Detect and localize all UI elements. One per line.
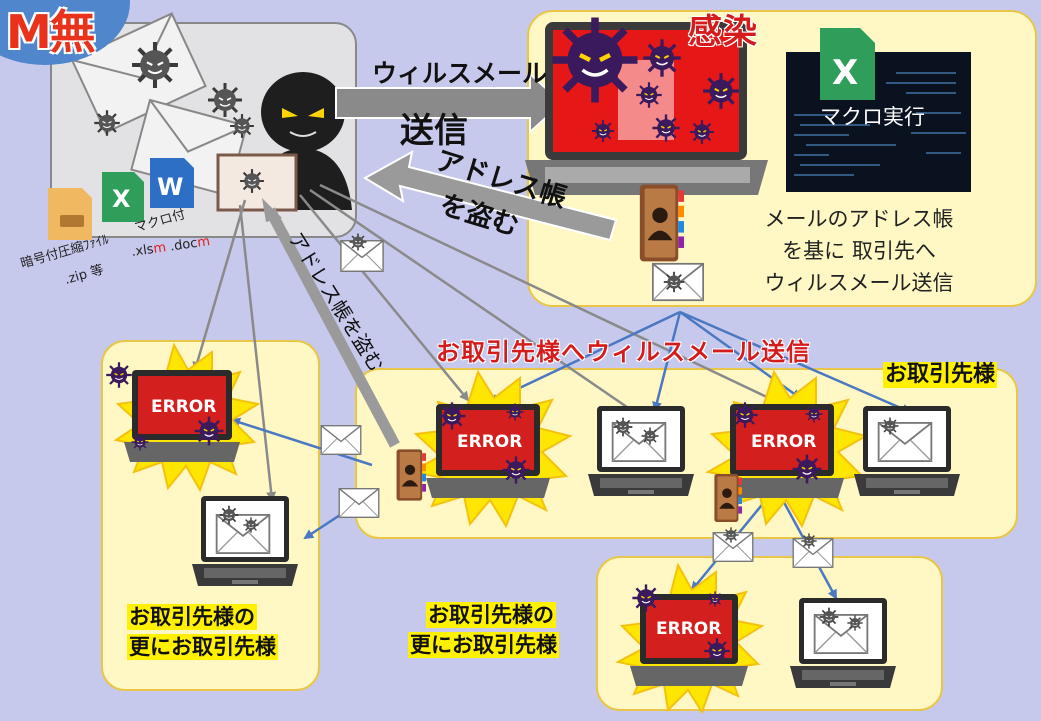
- address-book-line3: ウィルスメール送信: [764, 271, 954, 295]
- virus-icon: [130, 432, 150, 452]
- virus-icon: [635, 81, 663, 109]
- virus-icon: [731, 401, 759, 429]
- virus-icon: [218, 504, 240, 526]
- virus-icon: [612, 416, 634, 438]
- virus-icon: [706, 590, 724, 608]
- virus-icon: [818, 606, 840, 628]
- error-label: ERROR: [656, 619, 721, 639]
- address-book-icon: [714, 474, 742, 522]
- zip-icon: [48, 188, 92, 240]
- excel-icon: X: [102, 172, 144, 222]
- virus-icon: [590, 118, 616, 144]
- svg-text:W: W: [157, 173, 183, 201]
- archive-ext: .zip 等: [63, 261, 106, 287]
- infected-title: 感染: [688, 12, 758, 52]
- error-label: ERROR: [151, 397, 216, 417]
- address-book-icon: [639, 184, 684, 262]
- error-label: ERROR: [751, 432, 816, 452]
- envelope-icon: [813, 614, 869, 654]
- address-book-description: メールのアドレス帳 を基に 取引先へ ウィルスメール送信: [733, 203, 985, 299]
- corner-label: M無: [6, 5, 96, 59]
- virus-icon: [206, 81, 244, 119]
- virus-icon: [553, 18, 638, 103]
- excel-icon: X: [820, 28, 875, 100]
- virus-icon: [437, 401, 467, 431]
- virus-icon: [242, 516, 260, 534]
- virus-icon: [631, 583, 661, 613]
- error-laptop-left: ERROR: [113, 342, 261, 493]
- virus-icon: [641, 37, 683, 79]
- virus-icon: [846, 614, 864, 632]
- virus-icon: [791, 453, 823, 485]
- virus-icon: [640, 426, 660, 446]
- macro-run-label: マクロ実行: [820, 105, 925, 129]
- virus-icon: [132, 42, 178, 88]
- address-book-icon: [396, 449, 426, 501]
- further-clients-bottom-line2: 更にお取引先様: [408, 632, 559, 658]
- steal-arrow: [363, 150, 618, 242]
- virus-icon: [651, 113, 681, 143]
- virus-icon: [193, 415, 225, 447]
- error-label: ERROR: [457, 432, 522, 452]
- hacker-icon: [216, 72, 352, 212]
- macro-attachment-ext: .xlsm .docm: [130, 234, 211, 260]
- clients-label: お取引先様: [883, 362, 998, 388]
- attacker-send-lines: [192, 183, 792, 502]
- virus-icon: [703, 637, 731, 665]
- virus-icon: [800, 532, 818, 550]
- virus-icon: [662, 270, 686, 294]
- virus-icon: [804, 404, 824, 424]
- virus-icon: [722, 526, 740, 544]
- virus-icon: [880, 416, 900, 436]
- address-book-line2: を基に 取引先へ: [782, 239, 936, 263]
- virus-icon: [505, 402, 525, 422]
- virus-icon: [105, 361, 133, 389]
- virus-icon: [501, 455, 531, 485]
- further-clients-left-line1: お取引先様の: [127, 604, 257, 630]
- virus-icon: [93, 109, 121, 137]
- further-clients-bottom-line1: お取引先様の: [426, 602, 556, 628]
- send-arrow-line1: ウィルスメール: [372, 59, 548, 88]
- envelope-icon: [338, 488, 380, 518]
- word-icon: W: [150, 158, 194, 208]
- svg-text:X: X: [112, 185, 131, 213]
- clients-send-heading: お取引先様へウィルスメール送信: [436, 338, 811, 366]
- virus-icon: [229, 113, 255, 139]
- macro-code-panel: [786, 52, 971, 192]
- address-book-line1: メールのアドレス帳: [764, 207, 954, 231]
- send-arrow-line2: 送信: [400, 111, 468, 151]
- virus-icon: [701, 71, 741, 111]
- svg-text:X: X: [832, 53, 858, 93]
- envelope-icon: [215, 514, 271, 554]
- further-clients-bottom-label: お取引先様の 更にお取引先様: [408, 602, 559, 658]
- error-laptop-bottom: ERROR: [615, 562, 765, 715]
- further-clients-left-label: お取引先様の 更にお取引先様: [127, 604, 278, 660]
- error-laptop-mid1: ERROR: [409, 369, 573, 529]
- virus-icon: [239, 168, 265, 194]
- envelope-icon: [320, 425, 362, 455]
- virus-icon: [348, 232, 368, 252]
- steal-diagonal-arrow: [262, 198, 400, 448]
- virus-icon: [689, 119, 715, 145]
- further-clients-left-line2: 更にお取引先様: [127, 634, 278, 660]
